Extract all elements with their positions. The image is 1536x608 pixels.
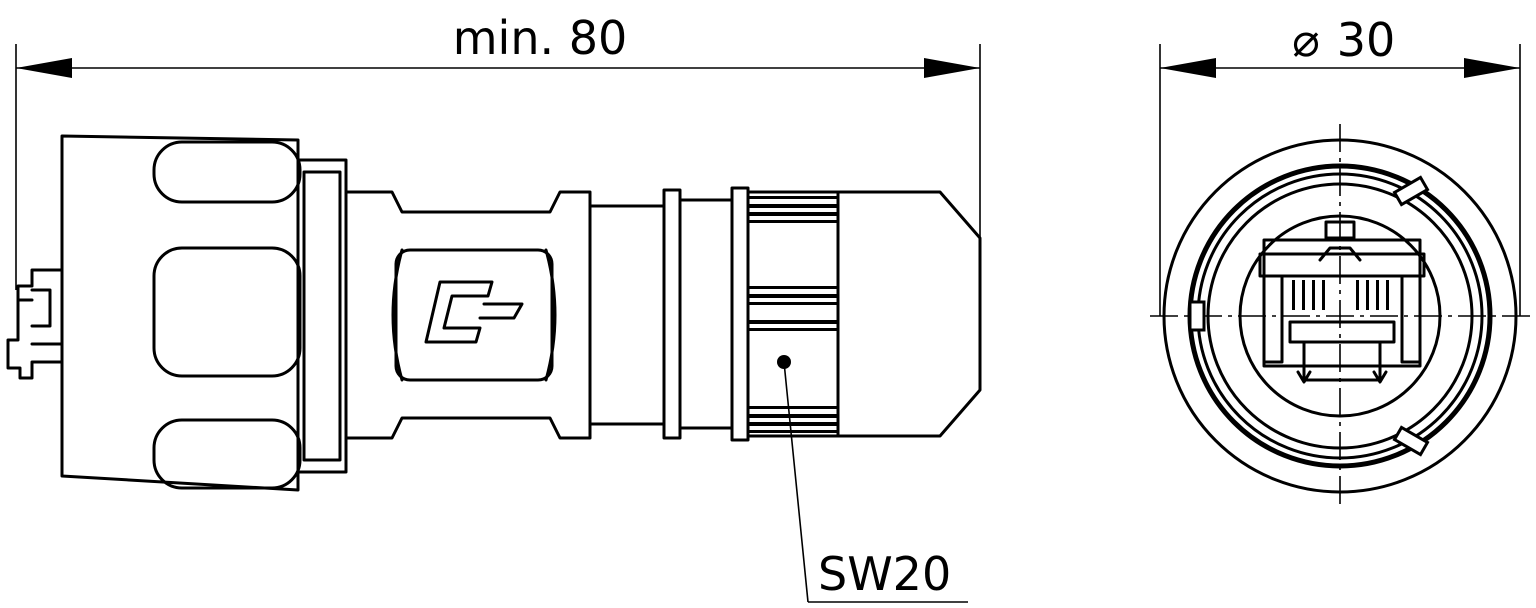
length-dimension: min. 80 [15,11,981,290]
front-view: ⌀ 30 [1150,13,1530,504]
manufacturer-logo [424,280,524,344]
rj45-jack-face [1258,220,1426,384]
rj45-plug-tip [6,268,64,380]
rear-grip-housing [60,134,348,492]
wrench-size-label: SW20 [818,547,951,601]
knurled-nut [746,190,840,438]
cable-end-cone [836,190,982,438]
rj45-contacts [1292,280,1389,310]
side-view: min. 80 [6,11,982,603]
knurl-bands [748,196,838,433]
coupling-rings [662,186,750,442]
diameter-dimension: ⌀ 30 [1159,13,1521,316]
front-rings [1162,138,1518,494]
diameter-value: 30 [1337,13,1396,67]
wrench-size-callout: SW20 [783,361,968,603]
diameter-symbol: ⌀ [1292,13,1320,67]
length-dimension-label: min. 80 [453,11,628,65]
middle-body [344,190,666,440]
